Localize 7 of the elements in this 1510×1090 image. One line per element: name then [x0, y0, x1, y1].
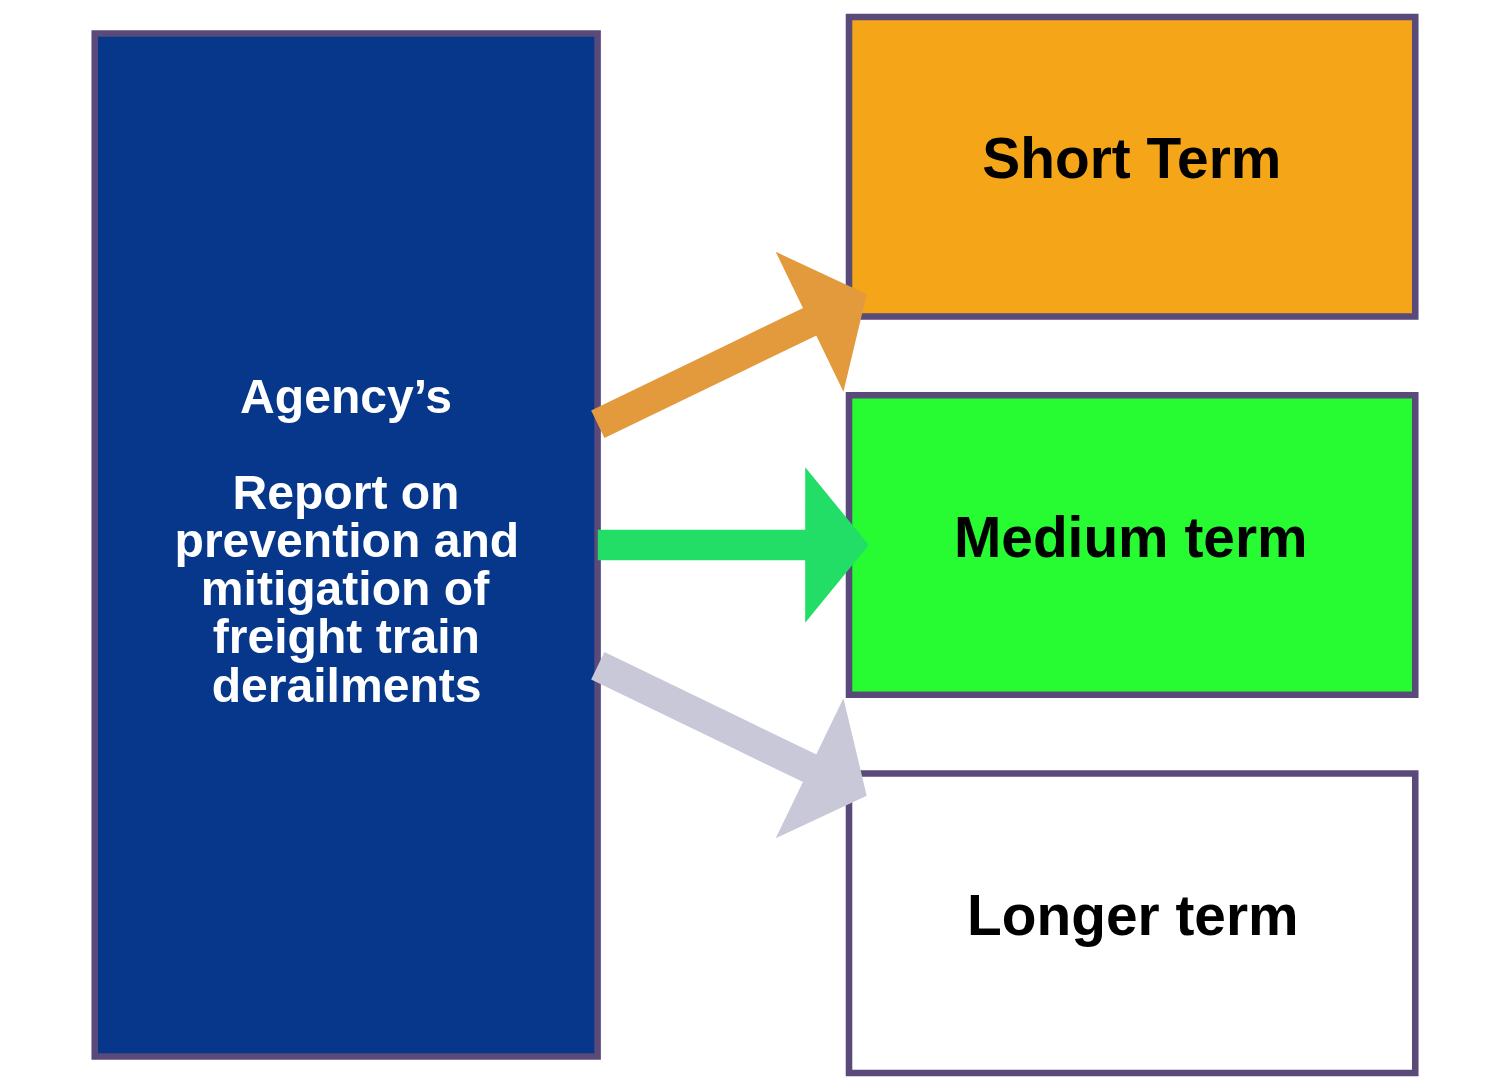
node-box: Short Term	[845, 13, 1419, 320]
arrow	[597, 467, 869, 623]
arrow	[591, 651, 867, 839]
arrow	[591, 251, 867, 439]
node-box: Agency’s Report on prevention and mitigation of freight train derailments	[91, 30, 601, 1060]
node-box: Medium term	[845, 391, 1419, 699]
node-box: Longer term	[845, 770, 1419, 1077]
